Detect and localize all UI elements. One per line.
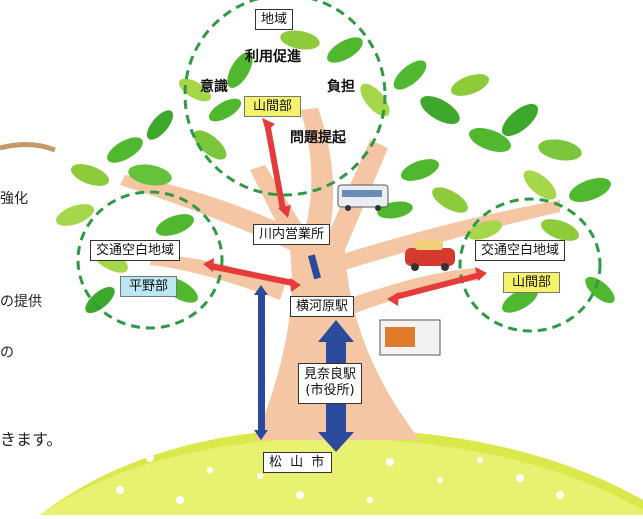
node-minara-station: 見奈良駅 (市役所) <box>298 363 363 404</box>
region-right-title: 交通空白地域 <box>475 240 566 261</box>
node-matsuyama-city: 松 山 市 <box>263 452 333 473</box>
red-arrows <box>209 127 481 300</box>
cut-text-4: きます。 <box>0 430 63 449</box>
node-yokogawara-station: 横河原駅 <box>290 296 355 317</box>
label-usage-promotion: 利用促進 <box>245 49 301 65</box>
region-left-title: 交通空白地域 <box>90 240 181 261</box>
label-problem-raising: 問題提起 <box>290 130 346 146</box>
leaves <box>55 30 615 314</box>
cut-text-1: 強化 <box>0 191 28 207</box>
tag-mountain-right: 山間部 <box>503 272 561 293</box>
cut-text-2: の提供 <box>0 294 42 310</box>
tree-trunk <box>120 108 560 440</box>
region-circles <box>76 0 602 333</box>
label-awareness: 意識 <box>200 79 228 95</box>
tag-mountain-top: 山間部 <box>244 96 302 117</box>
train-icon <box>379 319 441 356</box>
bus-icon <box>337 184 389 211</box>
flowers <box>116 454 564 504</box>
cut-text-3: の <box>0 345 14 361</box>
tag-plains: 平野部 <box>120 276 178 297</box>
node-minara-line1: 見奈良駅 <box>304 367 357 382</box>
region-top-title: 地域 <box>255 9 294 30</box>
branch-stub <box>0 142 56 153</box>
node-minara-line2: (市役所) <box>305 383 355 399</box>
label-burden: 負担 <box>327 79 355 95</box>
node-office: 川内営業所 <box>253 224 331 245</box>
car-icon <box>405 240 455 271</box>
